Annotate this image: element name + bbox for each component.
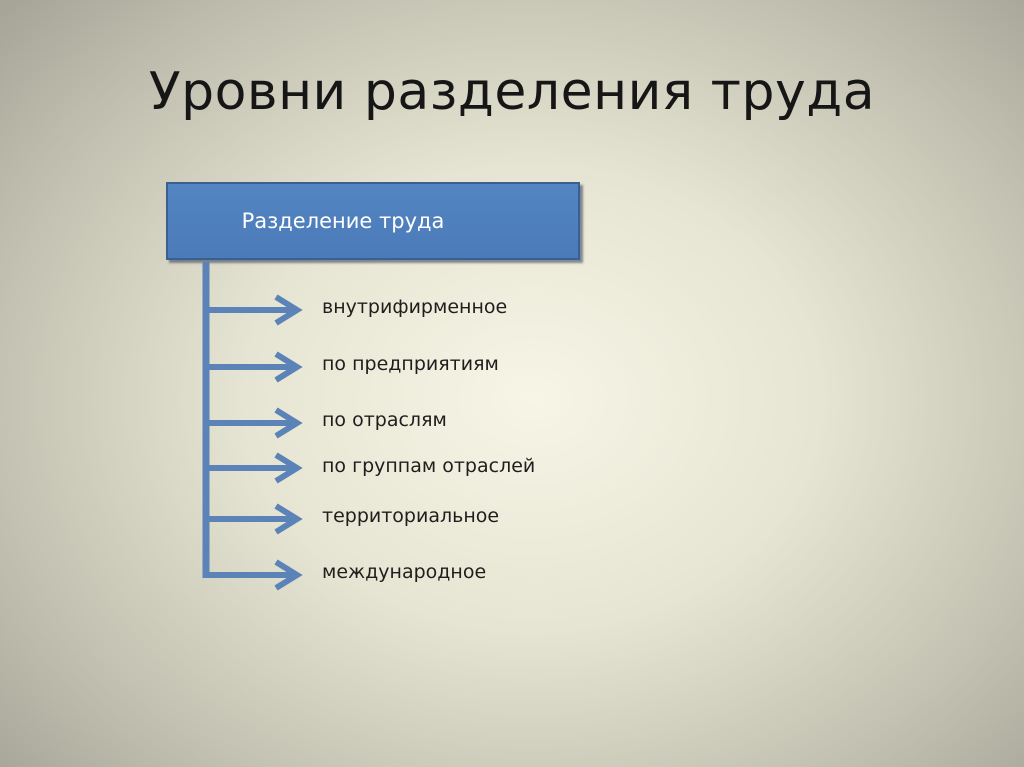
root-node-label: Разделение труда — [241, 209, 445, 233]
branch-label-industries: по отраслям — [322, 409, 447, 431]
root-node: Разделение труда — [166, 182, 580, 260]
branch-arrow-5 — [206, 503, 303, 535]
branch-arrow-1 — [206, 294, 303, 326]
branch-arrow-4 — [206, 452, 303, 484]
branch-label-territorial: территориальное — [322, 505, 500, 527]
branch-label-enterprises: по предприятиям — [322, 353, 499, 375]
branch-arrow-6 — [203, 559, 303, 591]
branch-label-industry-groups: по группам отраслей — [322, 455, 536, 477]
branch-arrow-3 — [206, 407, 303, 439]
branch-label-intrafirm: внутрифирменное — [322, 296, 508, 318]
branch-label-international: международное — [322, 561, 487, 583]
branch-arrow-2 — [206, 351, 303, 383]
slide-title: Уровни разделения труда — [148, 62, 876, 122]
